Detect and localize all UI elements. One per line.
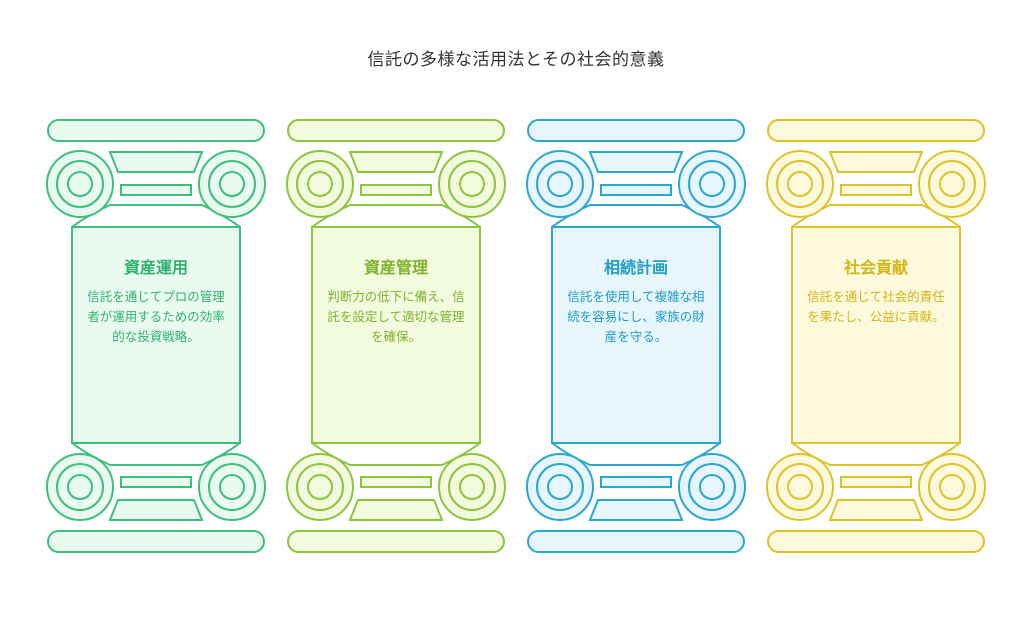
- pillar-heading: 資産運用: [123, 258, 188, 277]
- volute-bottom-right-center: [219, 474, 245, 500]
- pillar-capital-curve: [551, 204, 721, 228]
- volute-top-left-center: [547, 171, 573, 197]
- volute-bottom-right-center: [699, 474, 725, 500]
- pillar-base-trapezoid: [108, 499, 204, 521]
- pillar-top-cap: [767, 119, 985, 142]
- volute-bottom-left-center: [67, 474, 93, 500]
- volute-top-right-center: [939, 171, 965, 197]
- pillar-base: [527, 530, 745, 553]
- pillar-base: [47, 530, 265, 553]
- pillar-heading: 資産管理: [363, 258, 428, 277]
- volute-bottom-left-center: [547, 474, 573, 500]
- pillar-heading: 相続計画: [603, 258, 668, 277]
- pillar-base-curve: [791, 442, 961, 466]
- volute-bottom-left-center: [787, 474, 813, 500]
- pillar-capital-bar: [840, 184, 912, 196]
- pillar-capital-bar: [120, 184, 192, 196]
- pillar-3: [766, 119, 986, 553]
- pillar-description: 判断力の低下に備え、信託を設定して適切な管理を確保。: [327, 289, 465, 344]
- volute-top-left-center: [67, 171, 93, 197]
- pillar-base-bar: [360, 476, 432, 488]
- volute-top-left-center: [787, 171, 813, 197]
- pillar-capital-trapezoid: [108, 151, 204, 173]
- pillar-base-bar: [120, 476, 192, 488]
- volute-bottom-right-center: [939, 474, 965, 500]
- pillar-base-bar: [600, 476, 672, 488]
- pillar-capital-curve: [791, 204, 961, 228]
- pillar-2: [526, 119, 746, 553]
- pillar-base-trapezoid: [348, 499, 444, 521]
- pillar-base-curve: [551, 442, 721, 466]
- volute-top-right-center: [699, 171, 725, 197]
- pillar-top-cap: [527, 119, 745, 142]
- pillar-capital-bar: [600, 184, 672, 196]
- volute-top-left-center: [307, 171, 333, 197]
- pillar-description: 信託を通じて社会的責任を果たし、公益に貢献。: [807, 289, 945, 324]
- pillar-capital-curve: [311, 204, 481, 228]
- pillar-description: 信託を使用して複雑な相続を容易にし、家族の財産を守る。: [567, 289, 705, 344]
- pillar-capital-trapezoid: [348, 151, 444, 173]
- pillar-base-bar: [840, 476, 912, 488]
- pillar-base-curve: [71, 442, 241, 466]
- pillar-base: [287, 530, 505, 553]
- pillar-capital-bar: [360, 184, 432, 196]
- volute-bottom-left-center: [307, 474, 333, 500]
- pillar-base-trapezoid: [828, 499, 924, 521]
- pillar-capital-curve: [71, 204, 241, 228]
- pillar-base-curve: [311, 442, 481, 466]
- pillar-top-cap: [47, 119, 265, 142]
- volute-top-right-center: [219, 171, 245, 197]
- pillar-top-cap: [287, 119, 505, 142]
- pillar-capital-trapezoid: [828, 151, 924, 173]
- volute-bottom-right-center: [459, 474, 485, 500]
- pillar-0: [46, 119, 266, 553]
- pillar-description: 信託を通じてプロの管理者が運用するための効率的な投資戦略。: [87, 289, 225, 344]
- pillar-1: [286, 119, 506, 553]
- pillar-base-trapezoid: [588, 499, 684, 521]
- diagram-title: 信託の多様な活用法とその社会的意義: [367, 50, 665, 70]
- volute-top-right-center: [459, 171, 485, 197]
- pillar-base: [767, 530, 985, 553]
- pillar-heading: 社会貢献: [843, 258, 908, 277]
- pillar-capital-trapezoid: [588, 151, 684, 173]
